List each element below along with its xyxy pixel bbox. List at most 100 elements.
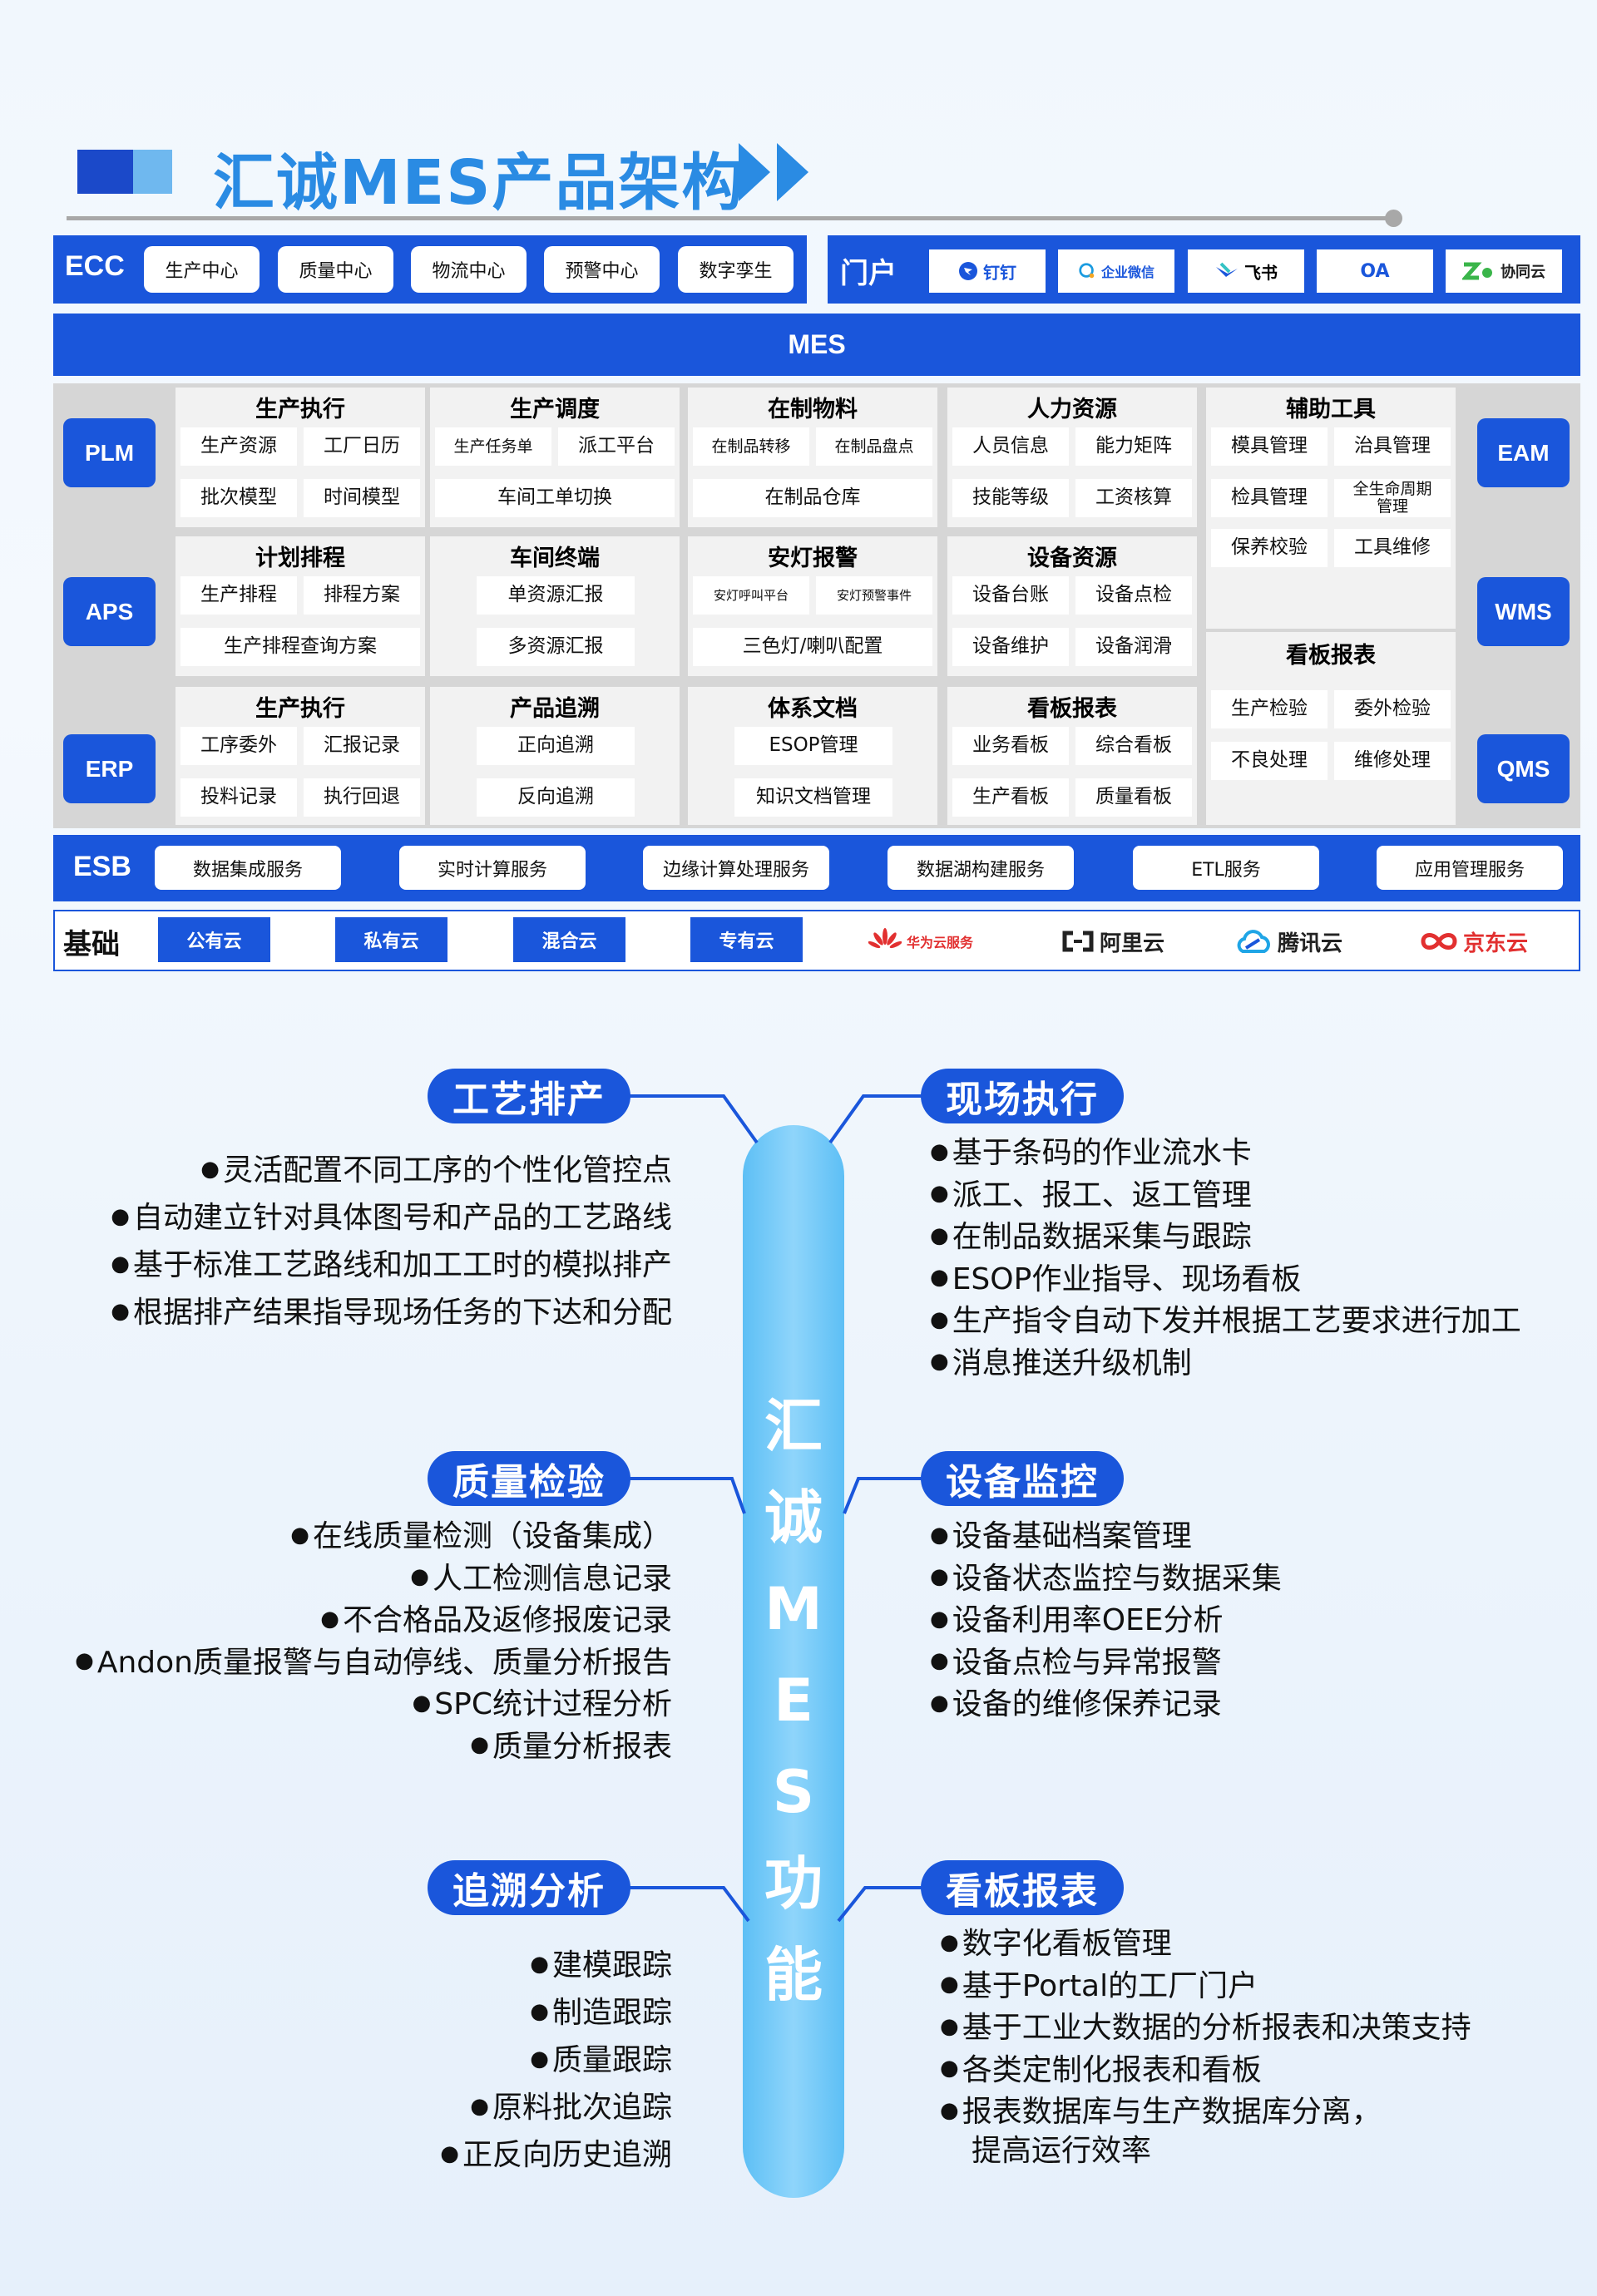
- module-button[interactable]: 汇报记录: [304, 727, 420, 765]
- cloud-option[interactable]: 专有云: [690, 917, 803, 962]
- portal-label: 门户: [840, 258, 897, 289]
- vendor-aliyun[interactable]: 阿里云: [1061, 925, 1164, 958]
- module-button[interactable]: 设备润滑: [1075, 628, 1192, 666]
- module-button[interactable]: 保养校验: [1211, 529, 1328, 567]
- function-spine: [743, 1125, 844, 2198]
- portal-item-label: 飞书: [1244, 262, 1278, 283]
- mes-bar: MES: [53, 314, 1580, 376]
- list-item: 在制品数据采集与跟踪: [930, 1217, 1521, 1259]
- module-button[interactable]: 生产排程查询方案: [180, 628, 420, 666]
- esb-item[interactable]: ETL服务: [1133, 846, 1319, 890]
- module-button[interactable]: 检具管理: [1211, 479, 1328, 517]
- ecc-item[interactable]: 预警中心: [544, 246, 660, 293]
- list-item: 设备状态监控与数据采集: [930, 1558, 1282, 1601]
- cloud-option[interactable]: 私有云: [335, 917, 447, 962]
- esb-item[interactable]: 应用管理服务: [1377, 846, 1563, 890]
- module-button[interactable]: 工序委外: [180, 727, 297, 765]
- page-title: 汇诚MES产品架构: [213, 147, 745, 219]
- module-button[interactable]: 工具维修: [1334, 529, 1451, 567]
- vendor-tencent[interactable]: 腾讯云: [1234, 925, 1342, 958]
- system-plm[interactable]: PLM: [63, 418, 156, 487]
- module-title: 人力资源: [1027, 397, 1117, 422]
- module-button[interactable]: 在制品仓库: [693, 479, 932, 517]
- system-qms[interactable]: QMS: [1477, 734, 1570, 803]
- cloud-option[interactable]: 混合云: [513, 917, 625, 962]
- module-button[interactable]: 全生命周期管理: [1334, 479, 1451, 517]
- ecc-item[interactable]: 质量中心: [278, 246, 393, 293]
- module-button[interactable]: 工资核算: [1075, 479, 1192, 517]
- cloud-option[interactable]: 公有云: [158, 917, 270, 962]
- vendor-label: 腾讯云: [1278, 931, 1343, 956]
- module-button[interactable]: 派工平台: [558, 427, 675, 466]
- module-button[interactable]: 治具管理: [1334, 427, 1451, 466]
- module-button[interactable]: 排程方案: [304, 576, 420, 615]
- huawei-cloud-icon: [868, 928, 902, 949]
- list-item: 原料批次追踪: [440, 2085, 672, 2132]
- module-button[interactable]: 生产资源: [180, 427, 297, 466]
- module-button[interactable]: 人员信息: [952, 427, 1069, 466]
- module-button[interactable]: 安灯预警事件: [816, 576, 932, 615]
- portal-item-oa[interactable]: OA: [1317, 249, 1433, 293]
- module-button[interactable]: 质量看板: [1075, 778, 1192, 817]
- module-button[interactable]: 知识文档管理: [734, 778, 892, 817]
- module-button[interactable]: 技能等级: [952, 479, 1069, 517]
- module-button[interactable]: 在制品盘点: [816, 427, 932, 466]
- module-button[interactable]: 设备台账: [952, 576, 1069, 615]
- portal-item-dingtalk[interactable]: 钉钉: [929, 249, 1046, 293]
- esb-item[interactable]: 实时计算服务: [399, 846, 586, 890]
- module-reports-quality: 看板报表 生产检验 委外检验 不良处理 维修处理: [1206, 632, 1456, 825]
- module-button[interactable]: 模具管理: [1211, 427, 1328, 466]
- module-button[interactable]: 设备维护: [952, 628, 1069, 666]
- module-button[interactable]: 维修处理: [1334, 742, 1451, 780]
- module-button[interactable]: ESOP管理: [734, 727, 892, 765]
- module-scheduling: 生产调度 生产任务单 派工平台 车间工单切换: [430, 388, 680, 527]
- module-button[interactable]: 业务看板: [952, 727, 1069, 765]
- module-button[interactable]: 能力矩阵: [1075, 427, 1192, 466]
- module-button[interactable]: 生产看板: [952, 778, 1069, 817]
- module-button[interactable]: 在制品转移: [693, 427, 809, 466]
- module-button[interactable]: 投料记录: [180, 778, 297, 817]
- vendor-jd[interactable]: 京东云: [1420, 925, 1528, 958]
- header-divider: [67, 216, 1394, 220]
- module-button[interactable]: 不良处理: [1211, 742, 1328, 780]
- system-aps[interactable]: APS: [63, 577, 156, 646]
- spine-char: M: [764, 1575, 823, 1643]
- esb-item[interactable]: 数据集成服务: [155, 846, 341, 890]
- ecc-item[interactable]: 数字孪生: [678, 246, 794, 293]
- portal-item-xietong[interactable]: 协同云: [1446, 249, 1562, 293]
- module-button[interactable]: 三色灯/喇叭配置: [693, 628, 932, 666]
- module-button[interactable]: 多资源汇报: [477, 628, 635, 666]
- module-button[interactable]: 工厂日历: [304, 427, 420, 466]
- module-andon: 安灯报警 安灯呼叫平台 安灯预警事件 三色灯/喇叭配置: [688, 536, 937, 676]
- portal-item-wecom[interactable]: 企业微信: [1058, 249, 1174, 293]
- esb-item[interactable]: 边缘计算处理服务: [643, 846, 829, 890]
- system-eam[interactable]: EAM: [1477, 418, 1570, 487]
- module-planning: 计划排程 生产排程 排程方案 生产排程查询方案: [176, 536, 425, 676]
- list-item: 设备基础档案管理: [930, 1516, 1282, 1558]
- module-button[interactable]: 生产检验: [1211, 690, 1328, 728]
- module-workshop-terminal: 车间终端 单资源汇报 多资源汇报: [430, 536, 680, 676]
- module-button[interactable]: 正向追溯: [477, 727, 635, 765]
- ecc-item[interactable]: 生产中心: [144, 246, 260, 293]
- ecc-item[interactable]: 物流中心: [411, 246, 527, 293]
- esb-item[interactable]: 数据湖构建服务: [887, 846, 1074, 890]
- module-button[interactable]: 执行回退: [304, 778, 420, 817]
- module-title: 安灯报警: [768, 546, 858, 571]
- module-button[interactable]: 综合看板: [1075, 727, 1192, 765]
- module-button[interactable]: 反向追溯: [477, 778, 635, 817]
- module-button[interactable]: 安灯呼叫平台: [693, 576, 809, 615]
- module-button[interactable]: 生产任务单: [435, 427, 551, 466]
- vendor-huawei[interactable]: 华为云服务: [868, 925, 973, 958]
- system-wms[interactable]: WMS: [1477, 577, 1570, 646]
- module-button[interactable]: 委外检验: [1334, 690, 1451, 728]
- module-button[interactable]: 设备点检: [1075, 576, 1192, 615]
- module-button[interactable]: 批次模型: [180, 479, 297, 517]
- tencent-cloud-icon: [1237, 930, 1270, 953]
- system-erp[interactable]: ERP: [63, 734, 156, 803]
- module-button[interactable]: 单资源汇报: [477, 576, 635, 615]
- module-button[interactable]: 车间工单切换: [435, 479, 675, 517]
- function-list-craft: 灵活配置不同工序的个性化管控点 自动建立针对具体图号和产品的工艺路线 基于标准工…: [111, 1148, 672, 1337]
- module-button[interactable]: 时间模型: [304, 479, 420, 517]
- portal-item-feishu[interactable]: 飞书: [1188, 249, 1304, 293]
- module-button[interactable]: 生产排程: [180, 576, 297, 615]
